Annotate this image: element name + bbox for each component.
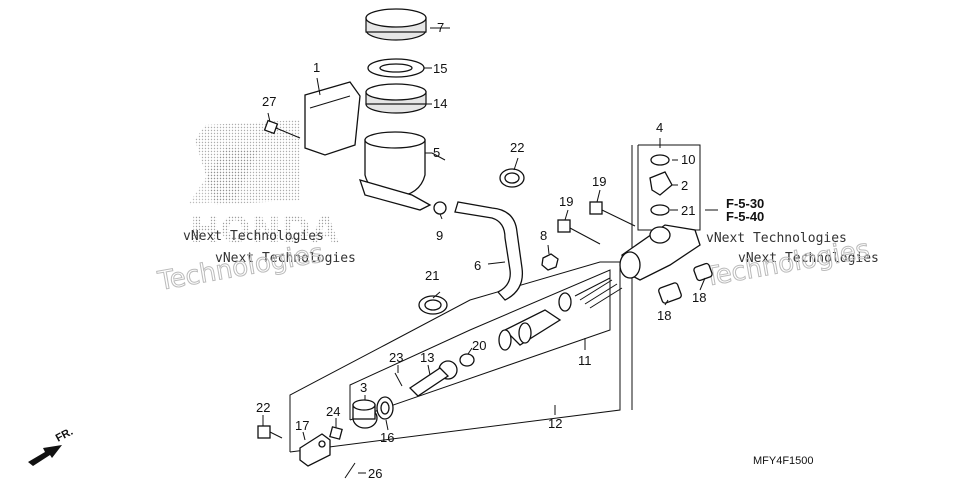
watermark-small-left-2: vNext Technologies xyxy=(215,251,356,266)
front-label: FR. xyxy=(54,426,75,445)
callout-22: 22 xyxy=(256,400,270,415)
part-17-clevis xyxy=(299,433,331,467)
callout-14: 14 xyxy=(433,96,447,111)
callout-9: 9 xyxy=(436,228,443,243)
callout-23: 21 xyxy=(681,203,695,218)
callout-5: 5 xyxy=(433,145,440,160)
part-27-bolt xyxy=(263,119,301,139)
part-18-bushing-left xyxy=(658,282,682,304)
master-cylinder-body xyxy=(619,224,701,281)
callout-21b: 21 xyxy=(425,268,439,283)
honda-logo-watermark: HONDA xyxy=(188,120,339,251)
part-14-diaphragm xyxy=(365,83,432,114)
callout-2: 2 xyxy=(681,178,688,193)
callout-8: 8 xyxy=(540,228,547,243)
front-arrow: FR. xyxy=(28,426,75,466)
callout-17: 17 xyxy=(295,418,309,433)
outline-group-12 xyxy=(289,261,621,453)
part-8-nut xyxy=(541,253,559,271)
callout-numbers: 7 1 15 14 27 5 22 9 6 21 19 19 8 4 10 2 … xyxy=(256,20,706,481)
part-23-washer xyxy=(650,204,670,216)
part-22-bolt xyxy=(257,425,283,439)
callout-18b: 18 xyxy=(657,308,671,323)
part-6-hose xyxy=(454,201,524,301)
part-19-bolt-left xyxy=(557,219,601,245)
callout-6: 6 xyxy=(474,258,481,273)
callout-4: 4 xyxy=(656,120,663,135)
outline-group-4 xyxy=(637,144,701,231)
callout-1: 1 xyxy=(313,60,320,75)
part-21-clamp-upper xyxy=(499,168,525,188)
reference-label-f-5-40: F-5-40 xyxy=(726,209,764,224)
callout-7: 7 xyxy=(437,20,444,35)
part-24-nut xyxy=(329,426,343,440)
callout-10: 10 xyxy=(681,152,695,167)
leader-lines xyxy=(262,112,718,474)
part-26-pin xyxy=(394,372,403,387)
part-13-push-rod xyxy=(408,360,458,397)
callout-26: 23 xyxy=(389,350,403,365)
watermark-small-right: vNext Technologies xyxy=(706,231,847,246)
part-18-bushing-right xyxy=(693,262,713,282)
part-2-joint xyxy=(649,171,673,196)
part-21-clamp-lower xyxy=(418,295,448,315)
watermark-small-left: vNext Technologies xyxy=(183,229,324,244)
part-7-reservoir-cap xyxy=(365,8,450,41)
honda-logo-text: HONDA xyxy=(190,210,339,251)
callout-13: 13 xyxy=(420,350,434,365)
callout-24: 24 xyxy=(326,404,340,419)
part-11-spring xyxy=(574,277,623,309)
part-3-joint xyxy=(352,399,378,429)
part-16-boot xyxy=(376,396,394,420)
part-10-oring xyxy=(650,154,670,166)
part-5-reservoir xyxy=(358,131,432,211)
part-20-circlip xyxy=(459,353,475,367)
part-25-cotter-pin xyxy=(344,462,356,479)
callout-19a: 19 xyxy=(559,194,573,209)
part-11-piston xyxy=(498,292,572,351)
callout-3: 3 xyxy=(360,380,367,395)
watermark-small-right-2: vNext Technologies xyxy=(738,251,879,266)
callout-15: 15 xyxy=(433,61,447,76)
reference-label-f-5-30: F-5-30 xyxy=(726,196,764,211)
callout-20: 20 xyxy=(472,338,486,353)
callout-18a: 18 xyxy=(692,290,706,305)
callout-11: 11 xyxy=(578,353,592,368)
callout-19b: 19 xyxy=(592,174,606,189)
callout-21a: 22 xyxy=(510,140,524,155)
callout-25: 26 xyxy=(368,466,382,481)
part-1-guard xyxy=(304,77,361,156)
outline-group-11 xyxy=(349,269,611,421)
callout-27: 27 xyxy=(262,94,276,109)
drawing-code: MFY4F1500 xyxy=(753,455,814,467)
part-9-clip xyxy=(433,201,447,215)
callout-12: 12 xyxy=(548,416,562,431)
part-19-bolt-right xyxy=(589,201,636,227)
part-15-plate xyxy=(367,58,432,78)
callout-16: 16 xyxy=(380,430,394,445)
